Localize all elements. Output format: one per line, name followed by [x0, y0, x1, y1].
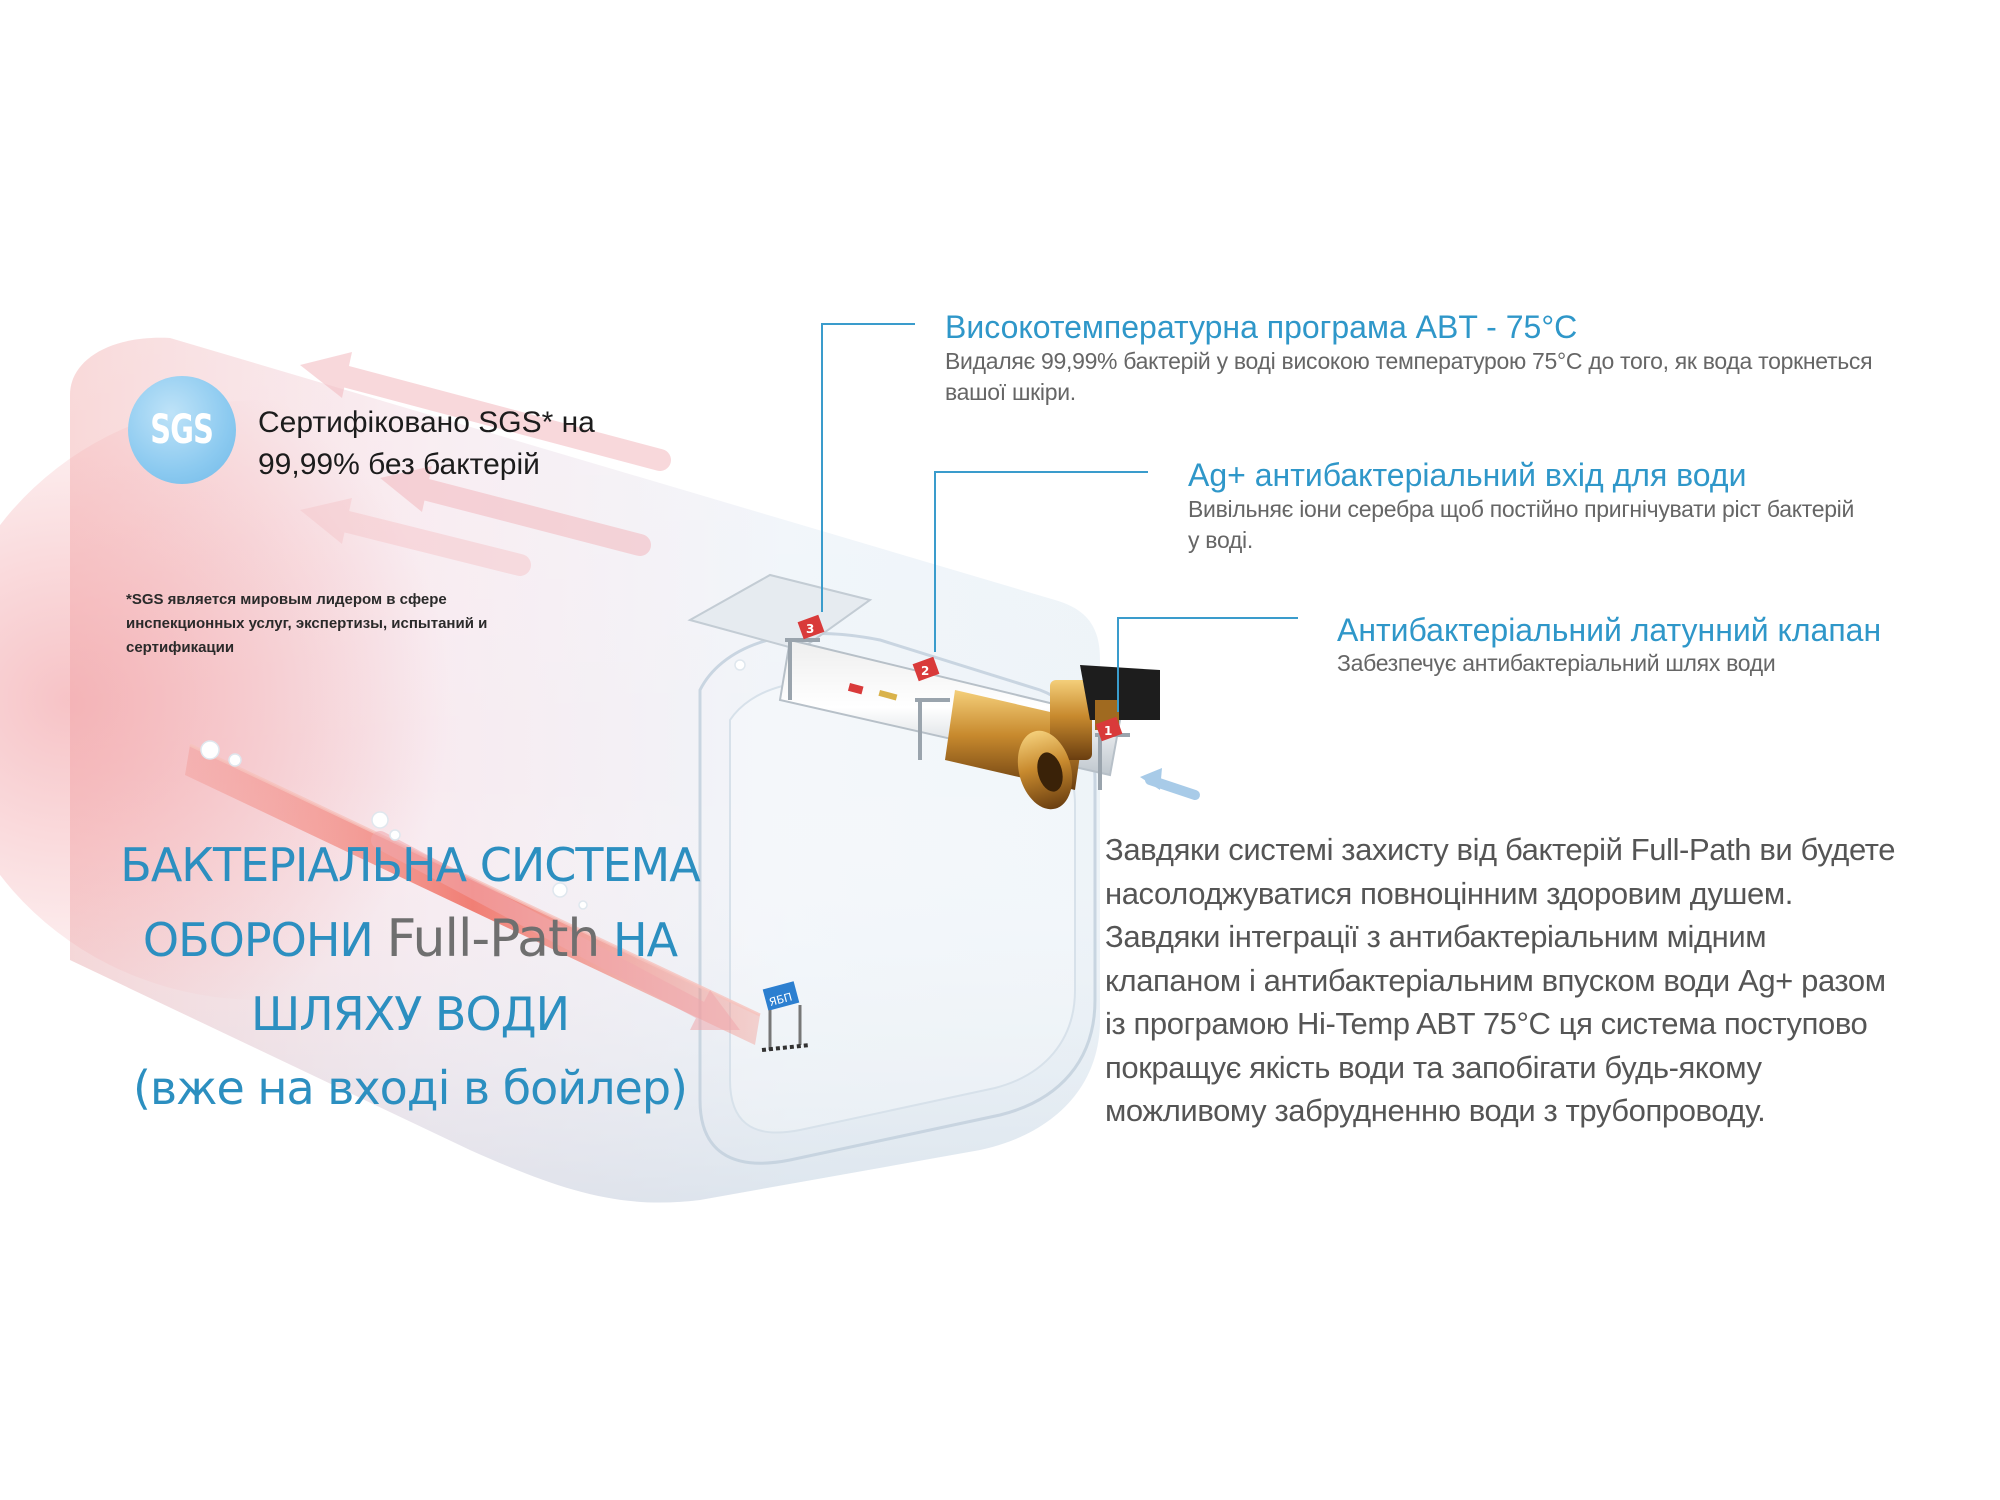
sensor-label: ЯБП [768, 990, 794, 1009]
callout-brass-valve-description: Забезпечує антибактеріальний шлях води [1337, 650, 1776, 676]
callout-abt-title: Високотемпературна програма ABT - 75°C [945, 309, 1578, 345]
flow-arrows [300, 352, 740, 1030]
marker-3: 3 [797, 614, 825, 640]
headline-line-2c: НА [599, 913, 678, 967]
water-bubbles [200, 659, 746, 910]
headline-line-4: (вже на вході в бойлер) [133, 1061, 688, 1115]
sgs-certificate-text: Сертифіковано SGS* на 99,99% без бактері… [258, 406, 595, 481]
headline-line-2a: ОБОРОНИ [142, 913, 387, 967]
headline-line-3: ШЛЯХУ ВОДИ [250, 987, 570, 1041]
callout-brass-valve-title: Антибактеріальний латунний клапан [1337, 612, 1882, 648]
marker-label: 1 [1104, 724, 1112, 738]
sgs-logo-icon: SGS [128, 376, 236, 484]
marker-2: 2 [912, 656, 940, 682]
callout-ag-inlet-description: Вивільняє іони серебра щоб постійно приг… [1188, 496, 1855, 553]
headline-line-2: ОБОРОНИ Full-Path НА [80, 902, 740, 977]
headline-line-1: БАКТЕРІАЛЬНА СИСТЕМА [120, 838, 700, 892]
marker-label: 3 [806, 622, 814, 636]
headline-full-path: Full-Path [386, 909, 600, 969]
page-headline: БАКТЕРІАЛЬНА СИСТЕМА ОБОРОНИ Full-Path Н… [80, 828, 740, 1125]
brass-valve-icon [945, 665, 1160, 810]
sgs-badge-text: SGS [150, 407, 215, 453]
callout-abt-description: Видаляє 99,99% бактерій у воді високою т… [945, 348, 1873, 405]
callout-leader-lines [821, 323, 1298, 712]
marker-1: 1 [1095, 716, 1123, 742]
temperature-sensor-icon: ЯБП [761, 981, 811, 1052]
inlet-pipe-assembly [778, 638, 1200, 810]
sgs-footnote: *SGS является мировым лидером в сфере ин… [126, 591, 488, 656]
flow-arrow-icon [1140, 768, 1200, 800]
marker-label: 2 [921, 664, 929, 678]
callout-ag-inlet-title: Ag+ антибактеріальний вхід для води [1188, 457, 1747, 493]
body-paragraph: Завдяки системі захисту від бактерій Ful… [1105, 832, 1896, 1128]
